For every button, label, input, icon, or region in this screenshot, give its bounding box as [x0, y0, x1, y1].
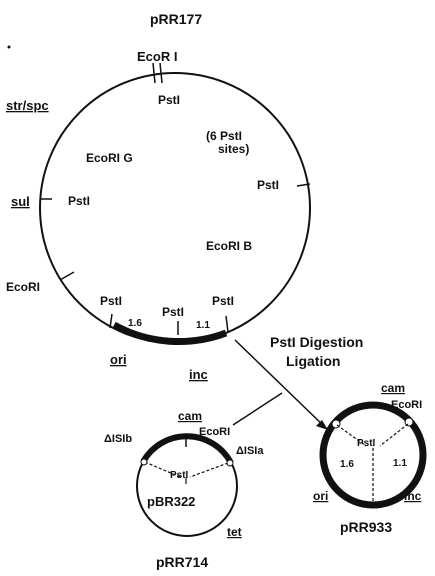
ecori-top-tick-2: [159, 62, 163, 84]
product-ecori-label: EcoRI: [391, 399, 422, 411]
ecori-b-label: EcoRI B: [206, 239, 252, 253]
ecori-left-tick: [59, 271, 75, 281]
sul-label: sul: [11, 194, 30, 209]
ecori-left-label: EcoRI: [6, 280, 40, 294]
psti-bottom-left-tick: [109, 313, 113, 329]
cam-segment: [140, 433, 234, 465]
psti-bottom-right-label: PstI: [212, 294, 234, 308]
ecori-g-label: EcoRI G: [86, 151, 133, 165]
step-line-1: PstI Digestion: [270, 334, 363, 350]
psti-bottom-mid-label: PstI: [162, 305, 184, 319]
large-plasmid-name: pRR177: [150, 11, 202, 27]
product-dash-left: [336, 424, 367, 447]
psti-top-label: PstI: [158, 93, 180, 107]
isi-b-label: ΔISIb: [104, 433, 132, 445]
product-right-marker: [404, 417, 414, 427]
psti-left-label: PstI: [68, 194, 90, 208]
backbone-label: pBR322: [147, 494, 195, 509]
isi-a-marker: [226, 459, 234, 467]
psti-sites-word: sites): [218, 142, 249, 156]
product-ori-label: ori: [313, 489, 328, 503]
psti-right-label: PstI: [257, 178, 279, 192]
arrow-to-product: [234, 339, 329, 431]
large-plasmid-circle: [39, 72, 311, 344]
size-left-label: 1.6: [128, 318, 142, 329]
psti-bottom-left-label: PstI: [100, 294, 122, 308]
ecori-top-tick-1: [152, 62, 156, 84]
product-cam-segment: [331, 403, 415, 426]
arrow-from-small: [232, 392, 283, 426]
inc-label: inc: [189, 367, 208, 382]
small-dash-left: [144, 461, 181, 478]
small-psti-label: PstI: [170, 470, 189, 481]
ecori-top-label: EcoR I: [137, 49, 177, 64]
small-plasmid-name: pRR714: [156, 554, 208, 570]
size-right-label: 1.1: [196, 320, 210, 331]
product-psti-label: PstI: [357, 438, 376, 449]
tet-label: tet: [227, 525, 242, 539]
product-dash-right: [379, 423, 409, 447]
small-ecori-label: EcoRI: [199, 426, 230, 438]
ori-inc-segment: [112, 321, 228, 346]
arrow-to-product-head: [316, 420, 328, 430]
stray-dot: [7, 45, 11, 49]
ori-label: ori: [110, 352, 127, 367]
step-line-2: Ligation: [286, 353, 340, 369]
small-cam-label: cam: [178, 409, 202, 423]
product-cam-label: cam: [381, 381, 405, 395]
isi-a-label: ΔISIa: [236, 445, 264, 457]
product-size-right: 1.1: [393, 458, 407, 469]
product-size-left: 1.6: [340, 459, 354, 470]
psti-bottom-right-tick: [225, 315, 229, 333]
psti-right-tick: [296, 183, 311, 187]
psti-sites-count: (6 PstI: [206, 129, 242, 143]
product-plasmid-name: pRR933: [340, 519, 392, 535]
str-spc-label: str/spc: [6, 98, 49, 113]
small-dash-right: [189, 462, 229, 478]
product-inc-label: inc: [404, 489, 422, 503]
isi-b-marker: [140, 458, 148, 466]
